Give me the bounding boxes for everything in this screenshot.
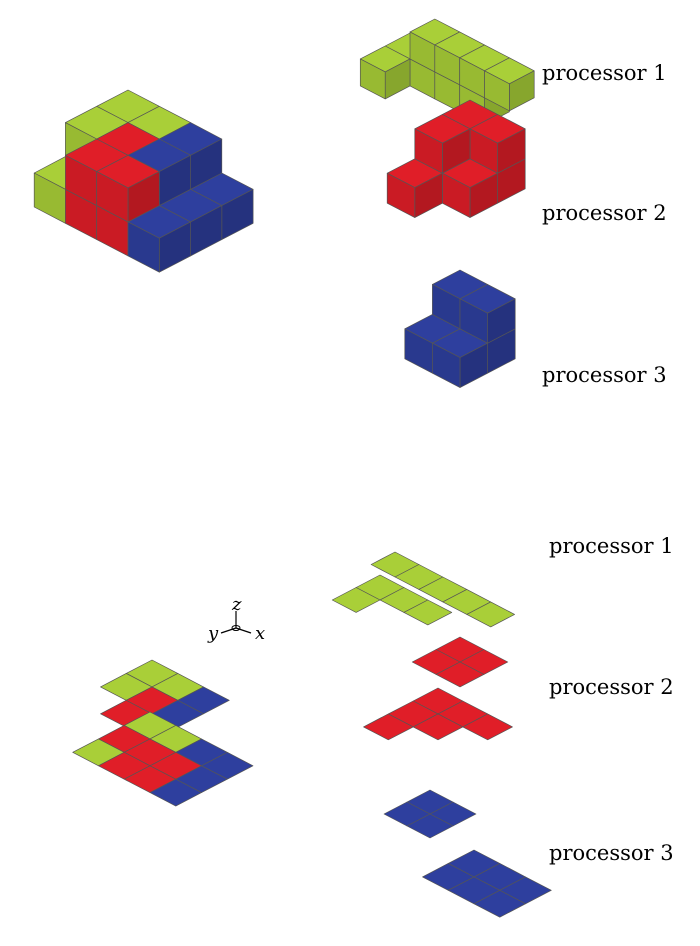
cube-front-face (484, 70, 510, 112)
axis-triad-icon: z y x (207, 594, 265, 644)
cube-front-face (432, 342, 461, 388)
layer-tile (462, 713, 513, 741)
cube-front-face (127, 221, 160, 273)
layer-tile (403, 599, 453, 626)
top-brace (272, 85, 353, 398)
layer-tile (406, 813, 454, 839)
cube-front-face (359, 58, 386, 100)
bottom-label-processor-2: processor 2 (549, 675, 674, 699)
layer-tile (435, 661, 485, 688)
processor-2-layers (363, 636, 513, 741)
layer-tile (363, 713, 414, 741)
layer-tile (149, 778, 202, 807)
top-label-processor-2: processor 2 (542, 201, 667, 225)
layer-tile (473, 889, 526, 918)
combined-block-assembly (33, 89, 254, 273)
cube-front-face (459, 298, 488, 344)
top-label-processor-1: processor 1 (542, 61, 667, 85)
processor-3-block (404, 269, 516, 388)
cube-front-face (386, 172, 416, 218)
axis-label-x: x (255, 623, 265, 644)
layer-tile (331, 587, 381, 613)
processor-1-block (359, 18, 535, 126)
layer-tile (412, 713, 464, 741)
axis-label-y: y (207, 623, 219, 644)
layer-tile (466, 601, 515, 628)
processor-2-block (386, 99, 526, 218)
bottom-label-processor-3: processor 3 (549, 841, 674, 865)
combined-layer-assembly (72, 659, 254, 807)
bottom-label-processor-1: processor 1 (549, 534, 674, 558)
cube-front-face (414, 128, 443, 174)
processor-3-layers (383, 789, 552, 918)
processor-1-layers (331, 551, 515, 628)
axis-label-z: z (231, 594, 242, 615)
cube-front-face (96, 171, 129, 223)
top-label-processor-3: processor 3 (542, 363, 667, 387)
